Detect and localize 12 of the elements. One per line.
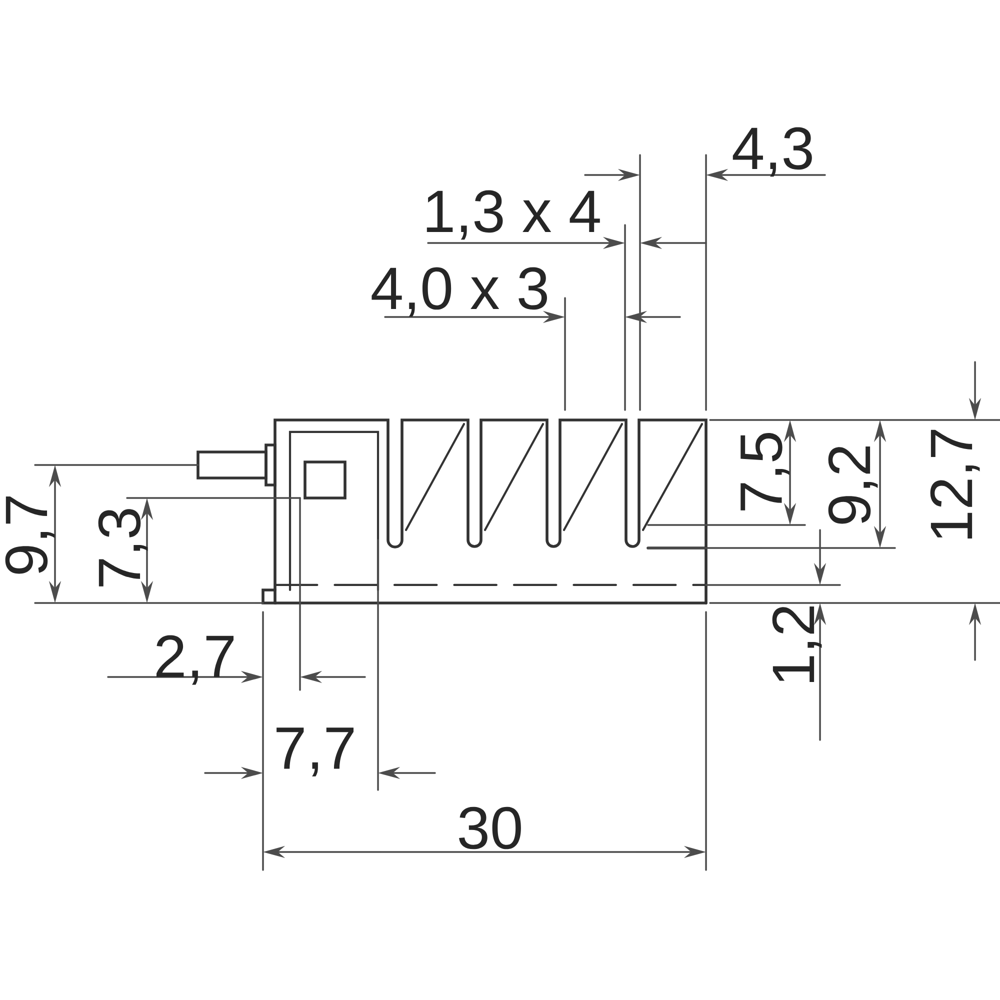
dimension-text: 7,7 (276, 728, 354, 776)
dimension-text: 2,7 (156, 635, 234, 685)
dimension-text: 9,7 (5, 496, 55, 574)
dimension-text: 4,3 (732, 127, 812, 177)
dimension-text: 7,5 (740, 432, 790, 510)
dimension-text: 1,3 x 4 (426, 190, 600, 240)
dimension-text: 9,2 (828, 446, 878, 524)
dimension-text: 30 (459, 806, 521, 850)
dimension-text: 1,2 (772, 606, 822, 682)
dimension-text: 12,7 (930, 430, 980, 539)
dimension-text: 4,0 x 3 (372, 267, 547, 317)
dimension-text: 7,3 (98, 509, 148, 586)
